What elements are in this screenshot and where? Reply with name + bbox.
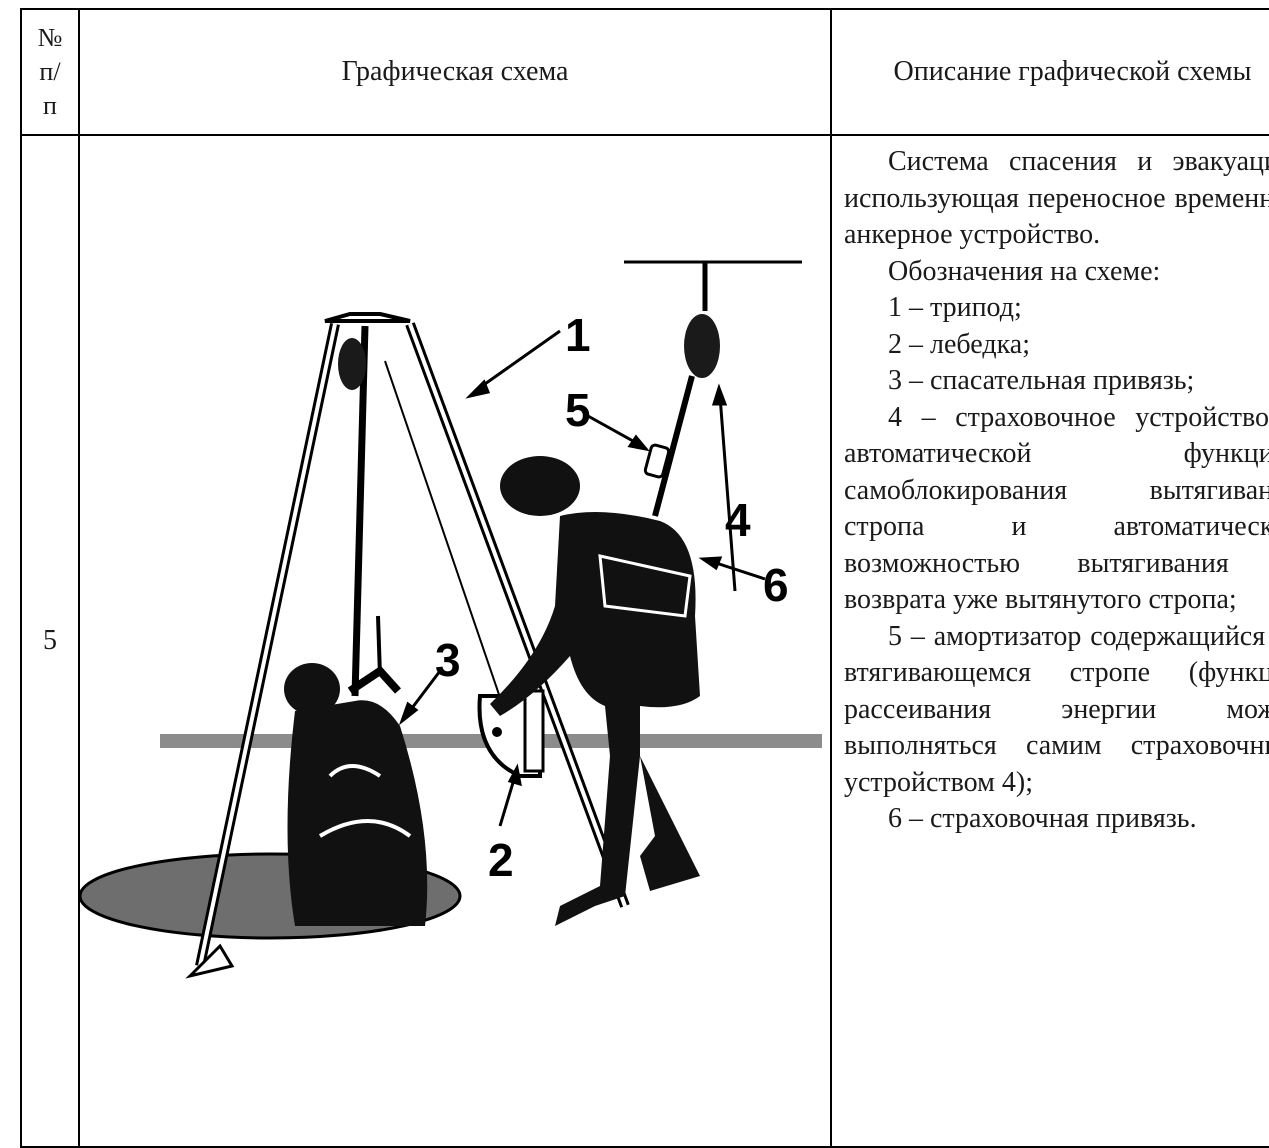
row-number-cell: 5 xyxy=(21,135,79,1147)
document-table: № п/ п Графическая схема Описание графич… xyxy=(20,8,1269,1148)
table-row: 5 xyxy=(21,135,1269,1147)
description-cell: Система спасения и эвакуации, использующ… xyxy=(831,135,1269,1147)
header-number-line-2: п/ xyxy=(22,55,78,89)
callout-label-5: 5 xyxy=(565,384,591,436)
legend-item-5: 5 – амортизатор содержащийся во втягиваю… xyxy=(844,619,1269,802)
callout-label-2: 2 xyxy=(488,834,514,886)
legend-item-4: 4 – страховочное устройство с автоматиче… xyxy=(844,400,1269,619)
callout-label-3: 3 xyxy=(435,634,461,686)
worker-person xyxy=(490,456,700,926)
header-row: № п/ п Графическая схема Описание графич… xyxy=(21,9,1269,135)
header-scheme-cell: Графическая схема xyxy=(79,9,831,135)
legend-item-1: 1 – трипод; xyxy=(844,290,1269,327)
header-description-title: Описание графической схемы xyxy=(894,56,1252,87)
rescue-system-scheme: 1 2 3 4 5 6 xyxy=(80,136,830,1136)
legend-item-2: 2 – лебедка; xyxy=(844,327,1269,364)
callout-label-4: 4 xyxy=(725,494,751,546)
header-number-cell: № п/ п xyxy=(21,9,79,135)
callout-label-6: 6 xyxy=(763,559,789,611)
legend-item-6: 6 – страховочная привязь. xyxy=(844,801,1269,838)
callout-label-1: 1 xyxy=(565,309,591,361)
description-legend-title: Обозначения на схеме: xyxy=(844,254,1269,291)
header-number-line-1: № xyxy=(22,21,78,55)
header-scheme-title: Графическая схема xyxy=(342,56,569,87)
legend-item-3: 3 – спасательная привязь; xyxy=(844,363,1269,400)
row-number: 5 xyxy=(43,625,57,656)
description-intro: Система спасения и эвакуации, использующ… xyxy=(844,144,1269,254)
scheme-cell: 1 2 3 4 5 6 xyxy=(79,135,831,1147)
header-description-cell: Описание графической схемы xyxy=(831,9,1269,135)
header-number-line-3: п xyxy=(22,89,78,123)
fall-arrest-device xyxy=(644,262,720,516)
